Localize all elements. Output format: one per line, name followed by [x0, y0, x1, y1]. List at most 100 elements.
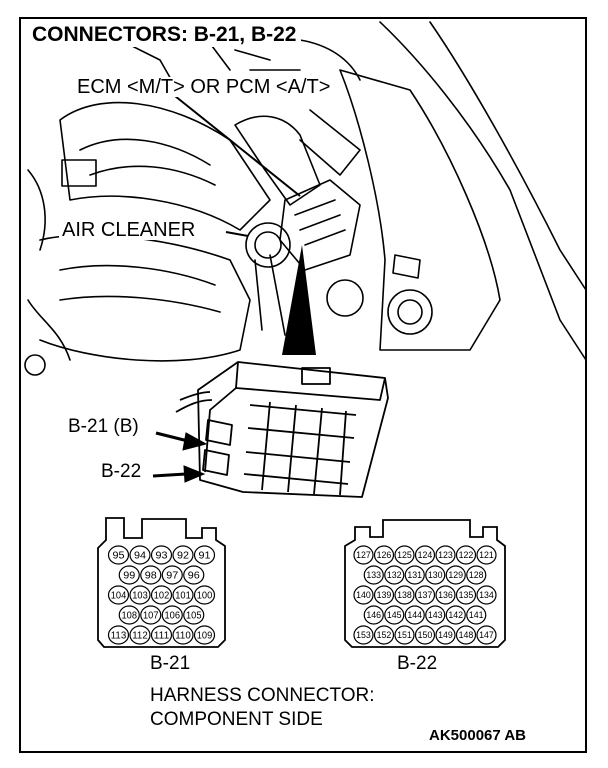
strut-tower [339, 69, 501, 351]
pin-93 [150, 545, 173, 565]
pin-148 [455, 625, 477, 645]
b21-arrow [155, 431, 208, 451]
pin-label-126: 126 [377, 550, 392, 560]
pin-label-121: 121 [479, 550, 494, 560]
intake-duct [234, 115, 321, 206]
pin-98 [140, 565, 162, 585]
pin-108 [118, 605, 140, 625]
pin-label-131: 131 [407, 570, 422, 580]
pin-95 [107, 545, 130, 565]
pin-label-139: 139 [377, 590, 392, 600]
pin-130 [425, 565, 446, 585]
pin-label-108: 108 [122, 611, 138, 622]
pin-128 [466, 565, 487, 585]
pin-label-134: 134 [479, 590, 494, 600]
pin-127 [353, 545, 374, 565]
pin-label-105: 105 [186, 611, 202, 622]
b21-arrow-label: B-21 (B) [68, 416, 139, 437]
pin-label-124: 124 [418, 550, 433, 560]
pin-135 [455, 585, 477, 605]
ecm-pointer [282, 245, 316, 355]
pin-122 [455, 545, 477, 565]
pin-label-127: 127 [356, 550, 371, 560]
pin-111 [150, 625, 173, 645]
figure-code: AK500067 AB [429, 727, 526, 744]
pin-138 [394, 585, 415, 605]
pin-label-95: 95 [113, 551, 125, 562]
pin-label-152: 152 [377, 630, 392, 640]
pin-106 [161, 605, 183, 625]
pin-134 [476, 585, 497, 605]
pin-152 [373, 625, 395, 645]
air-cleaner-leader [225, 231, 249, 237]
pin-label-129: 129 [448, 570, 463, 580]
pin-label-106: 106 [165, 611, 181, 622]
pin-label-102: 102 [154, 591, 170, 602]
pin-100 [193, 585, 216, 605]
pin-label-142: 142 [448, 610, 463, 620]
pin-label-133: 133 [366, 570, 381, 580]
pin-136 [435, 585, 456, 605]
pin-label-92: 92 [177, 551, 189, 562]
pin-132 [384, 565, 405, 585]
pin-label-99: 99 [123, 571, 135, 582]
pin-label-101: 101 [175, 591, 191, 602]
pin-110 [172, 625, 194, 645]
pin-label-136: 136 [438, 590, 453, 600]
relay-box [61, 159, 97, 187]
pin-144 [404, 605, 425, 625]
pin-label-93: 93 [156, 551, 168, 562]
pin-label-140: 140 [356, 590, 371, 600]
pin-105 [183, 605, 205, 625]
fender-line-2 [429, 21, 587, 291]
ecm-leader [174, 95, 301, 197]
pin-label-110: 110 [175, 631, 191, 642]
harness-caption-line2: COMPONENT SIDE [150, 709, 323, 730]
pin-label-153: 153 [356, 630, 371, 640]
pin-label-97: 97 [166, 571, 178, 582]
pin-label-96: 96 [188, 571, 200, 582]
pin-label-146: 146 [366, 610, 381, 620]
diagram-title: CONNECTORS: B-21, B-22 [32, 24, 301, 47]
pin-label-109: 109 [197, 631, 213, 642]
pin-121 [476, 545, 497, 565]
pin-label-135: 135 [459, 590, 474, 600]
pin-label-111: 111 [154, 631, 170, 642]
pin-131 [404, 565, 425, 585]
pin-153 [353, 625, 374, 645]
pin-133 [363, 565, 384, 585]
pin-94 [129, 545, 151, 565]
pin-92 [172, 545, 194, 565]
pin-97 [161, 565, 183, 585]
pin-143 [425, 605, 446, 625]
pin-label-94: 94 [134, 551, 146, 562]
pin-103 [129, 585, 151, 605]
pin-149 [435, 625, 456, 645]
pin-139 [373, 585, 395, 605]
pin-109 [193, 625, 216, 645]
pin-113 [107, 625, 130, 645]
pin-124 [414, 545, 436, 565]
pin-label-91: 91 [199, 551, 211, 562]
pin-141 [466, 605, 487, 625]
pin-label-151: 151 [397, 630, 412, 640]
pin-125 [394, 545, 415, 565]
reservoir-cap [326, 279, 364, 317]
pin-99 [118, 565, 140, 585]
pin-label-145: 145 [387, 610, 402, 620]
pin-label-138: 138 [397, 590, 412, 600]
pin-129 [445, 565, 466, 585]
pin-label-143: 143 [428, 610, 443, 620]
pin-126 [373, 545, 395, 565]
pin-96 [183, 565, 205, 585]
pin-label-137: 137 [418, 590, 433, 600]
pin-label-112: 112 [132, 631, 148, 642]
pin-137 [414, 585, 436, 605]
pin-150 [414, 625, 436, 645]
b22-arrow-label: B-22 [101, 461, 142, 482]
pin-142 [445, 605, 466, 625]
hose [254, 254, 286, 336]
figure-frame [19, 17, 587, 753]
